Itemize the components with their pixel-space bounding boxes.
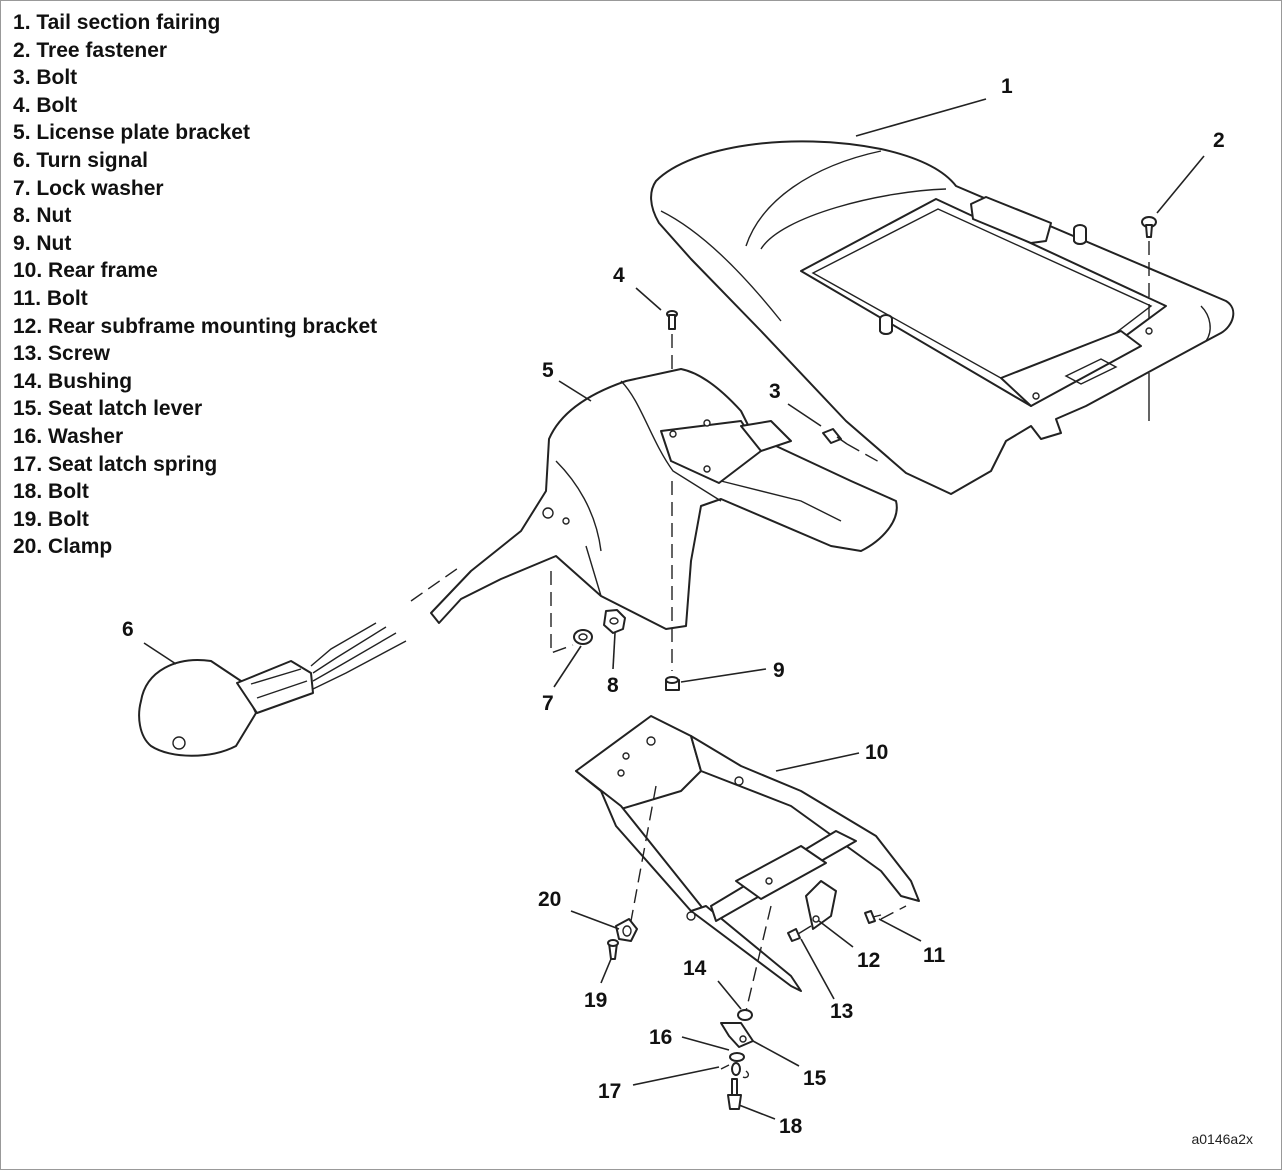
callout-numbers: 1 2 3 4 5 6 7 8 9 10 11 12 13 14 15 16 1… [122,75,1225,1138]
license-plate-bracket [430,368,898,671]
callout-1: 1 [1001,75,1013,98]
legend-item: 6. Turn signal [13,148,148,172]
callout-5: 5 [542,359,554,382]
callout-14: 14 [683,957,707,980]
legend-item: 1. Tail section fairing [13,11,221,34]
leader-line [570,910,620,930]
callout-16: 16 [649,1026,672,1049]
leader-line [635,287,662,311]
parts-legend: 1. Tail section fairing 2. Tree fastener… [13,9,377,561]
callout-12: 12 [857,949,880,972]
leader-line [600,958,612,984]
washer-16 [729,1052,745,1062]
leader-line [818,920,854,948]
bolt-3 [822,428,882,464]
leader-line [558,380,592,402]
callout-19: 19 [584,989,607,1012]
leader-line [681,1036,730,1051]
legend-item: 20. Clamp [13,535,113,559]
leader-line [800,938,835,1000]
seat-latch-spring [720,1062,750,1079]
leader-line [855,98,987,137]
leader-line [752,1040,800,1067]
legend-item: 12. Rear subframe mounting bracket [13,314,378,338]
callout-6: 6 [122,618,134,641]
callout-11: 11 [923,944,946,967]
callout-10: 10 [865,741,888,764]
clamp [615,918,638,942]
leader-line [787,403,822,427]
callout-4: 4 [613,264,625,287]
legend-item: 7. Lock washer [13,176,164,200]
figure-code: a0146a2x [1191,1131,1253,1147]
leader-line [738,1104,776,1120]
leader-line [717,980,742,1010]
legend-item: 3. Bolt [13,66,78,90]
callout-15: 15 [803,1067,827,1090]
tree-fastener [1141,216,1157,321]
leader-line [632,1066,720,1086]
callout-2: 2 [1213,129,1225,152]
legend-item: 4. Bolt [13,93,78,117]
legend-item: 18. Bolt [13,480,89,504]
turn-signal [138,565,462,757]
leader-line [775,752,860,772]
callout-17: 17 [598,1080,621,1103]
leader-line [553,645,582,688]
bushing [737,1009,753,1021]
nut-9 [665,676,680,691]
tail-section-fairing [650,140,1235,495]
legend-item: 2. Tree fastener [13,38,168,62]
callout-9: 9 [773,659,785,682]
bolt-18 [727,1078,742,1110]
lock-washer [573,629,593,645]
nut-8 [550,571,626,654]
legend-item: 11. Bolt [13,286,88,310]
leader-line [1156,155,1205,214]
rear-frame [575,715,920,1012]
screw-13 [787,925,812,942]
legend-item: 9. Nut [13,231,72,255]
leader-lines [143,98,1205,1120]
bolt-11 [864,910,882,924]
legend-item: 14. Bushing [13,369,133,393]
callout-8: 8 [607,674,619,697]
legend-item: 17. Seat latch spring [13,452,218,476]
callout-20: 20 [538,888,561,911]
leader-line [878,918,922,942]
bolt-19 [607,939,619,960]
legend-item: 8. Nut [13,204,72,228]
legend-item: 10. Rear frame [13,259,158,283]
callout-3: 3 [769,380,781,403]
legend-item: 5. License plate bracket [13,121,250,145]
callout-7: 7 [542,692,554,715]
callout-18: 18 [779,1115,803,1138]
leader-line [143,642,177,665]
legend-item: 13. Screw [13,342,110,366]
legend-item: 15. Seat latch lever [13,397,203,421]
leader-line [680,668,767,683]
leader-line [612,632,616,670]
callout-13: 13 [830,1000,853,1023]
legend-item: 19. Bolt [13,507,89,531]
rear-subframe-mounting-bracket [805,880,837,930]
seat-latch-lever [720,1022,754,1048]
legend-item: 16. Washer [13,424,124,448]
